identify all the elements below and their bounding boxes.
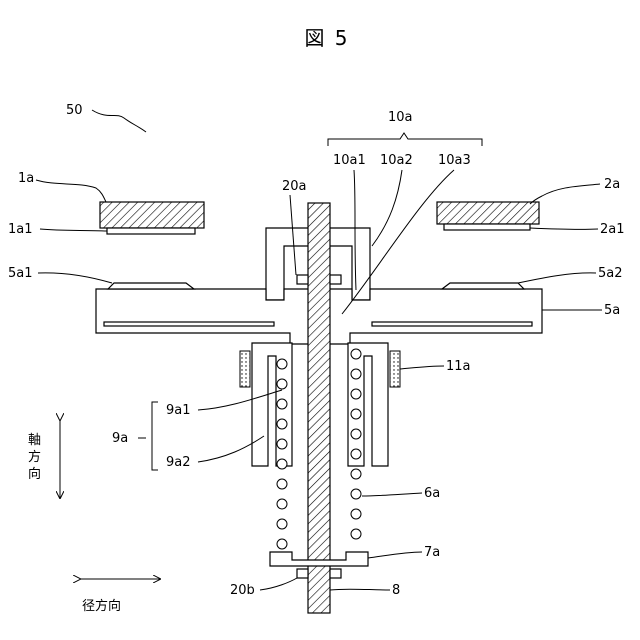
stopper-20a-left — [297, 275, 308, 284]
leader-2a1 — [530, 228, 598, 229]
label-9a: 9a — [112, 431, 128, 446]
label-9a1: 9a1 — [166, 403, 191, 418]
label-5a1: 5a1 — [8, 266, 33, 281]
plate-2a1 — [444, 224, 530, 230]
leader-6a — [362, 493, 422, 496]
stopper-20b-right — [330, 569, 341, 578]
label-1a: 1a — [18, 171, 34, 186]
label-2a1: 2a1 — [600, 222, 625, 237]
leader-1a1 — [40, 229, 107, 231]
magnet-2a — [437, 202, 539, 224]
leader-7a — [368, 552, 422, 558]
axial-label-3: 向 — [28, 466, 41, 482]
leader-8 — [330, 589, 390, 590]
leader-5a1 — [38, 273, 112, 283]
label-10a3: 10a3 — [438, 153, 471, 168]
label-1a1: 1a1 — [8, 222, 33, 237]
electrode-11a-right — [390, 351, 400, 387]
radial-label: 径方向 — [82, 598, 121, 614]
axial-label-1: 軸 — [28, 433, 41, 448]
leader-2a — [530, 184, 600, 204]
label-7a: 7a — [424, 545, 440, 560]
plate-1a1 — [107, 228, 195, 234]
brace-10a — [328, 133, 482, 146]
pad-5a2 — [442, 283, 524, 289]
stopper-20a-right — [330, 275, 341, 284]
label-50: 50 — [66, 103, 83, 118]
label-6a: 6a — [424, 486, 440, 501]
label-10a2: 10a2 — [380, 153, 413, 168]
label-2a: 2a — [604, 177, 620, 192]
brace-9a — [152, 402, 158, 470]
housing-9a-right — [348, 343, 388, 466]
axial-label-2: 方 — [28, 449, 41, 465]
label-5a2: 5a2 — [598, 266, 623, 281]
label-8: 8 — [392, 583, 400, 598]
electrode-11a-left — [240, 351, 250, 387]
leader-20b — [260, 578, 297, 590]
leader-9a1 — [198, 390, 282, 410]
stopper-20b-left — [297, 569, 308, 578]
leader-10a2 — [372, 170, 402, 246]
label-11a: 11a — [446, 359, 471, 374]
leader-1a — [36, 180, 106, 202]
label-20a: 20a — [282, 179, 307, 194]
figure-title: 図 5 — [304, 26, 349, 50]
plate-5a-inner-right — [372, 322, 532, 326]
leader-5a2 — [518, 273, 596, 283]
label-9a2: 9a2 — [166, 455, 191, 470]
pad-5a1 — [108, 283, 194, 289]
leader-50 — [92, 110, 146, 132]
label-5a: 5a — [604, 303, 620, 318]
label-10a: 10a — [388, 110, 413, 125]
label-20b: 20b — [230, 583, 255, 598]
plate-5a-inner-left — [104, 322, 274, 326]
magnet-1a — [100, 202, 204, 228]
shaft-8 — [308, 203, 330, 613]
leader-11a — [400, 366, 444, 369]
label-10a1: 10a1 — [333, 153, 366, 168]
